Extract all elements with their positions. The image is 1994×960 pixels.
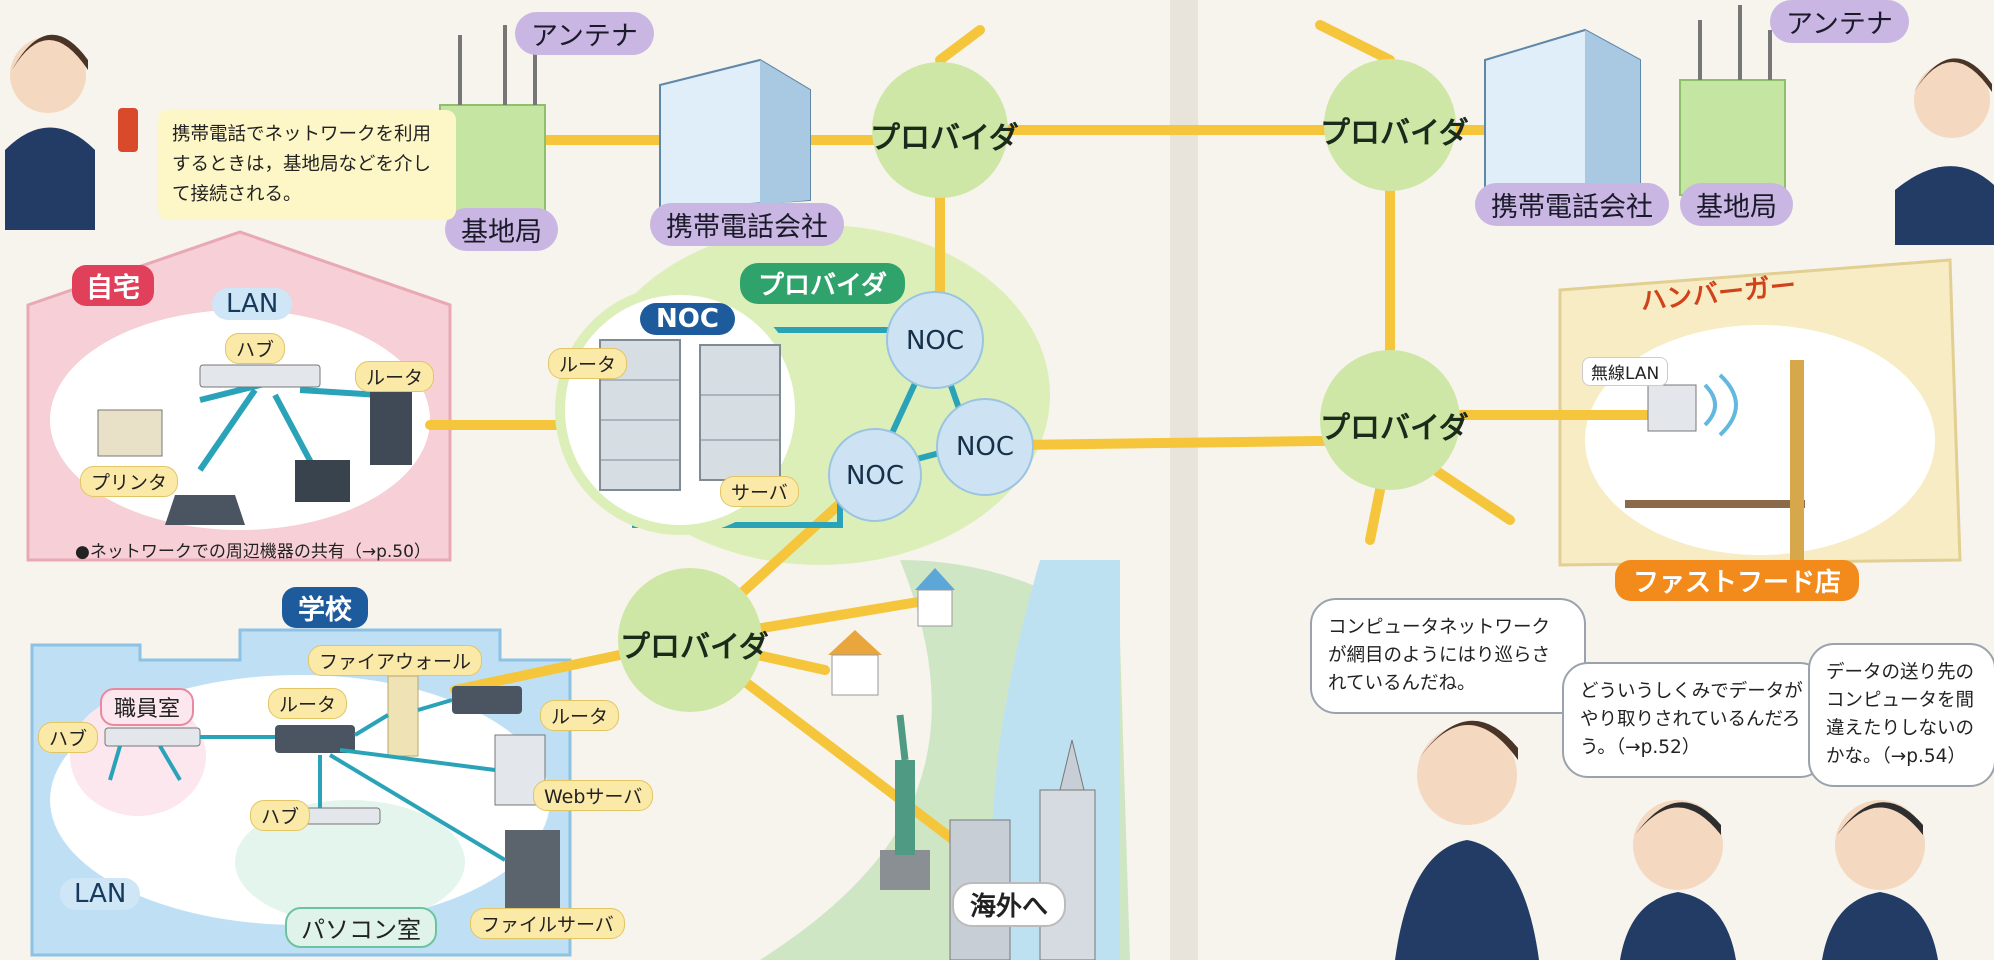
noc-label: NOC	[905, 326, 965, 356]
people	[5, 34, 1994, 960]
noc-label: NOC	[955, 432, 1015, 462]
home-hub-label: ハブ	[225, 333, 286, 364]
web-server-label: Webサーバ	[533, 780, 654, 811]
noc-label: NOC	[845, 461, 905, 491]
provider-tag: プロバイダ	[740, 263, 905, 304]
noc-circles	[828, 291, 1034, 522]
staff-room-label: 職員室	[100, 688, 195, 726]
school-lan-label: LAN	[60, 878, 141, 910]
right-mobile-company-building	[1484, 28, 1641, 197]
provider-label: プロバイダ	[1320, 411, 1469, 446]
fastfood-label: ファストフード店	[1615, 560, 1860, 601]
home-label: 自宅	[72, 265, 154, 306]
provider-label: プロバイダ	[870, 121, 1019, 156]
noc-router-label: ルータ	[548, 348, 628, 379]
speech-bubble-1: コンピュータネットワークが網目のようにはり巡らされているんだね。	[1310, 598, 1586, 714]
provider-label: プロバイダ	[1320, 116, 1469, 151]
left-base-station	[439, 25, 546, 216]
provider-label: プロバイダ	[620, 630, 769, 665]
home-lan-label: LAN	[212, 288, 293, 320]
right-base-station	[1679, 5, 1786, 196]
speech-bubble-2: どういうしくみでデータがやり取りされているんだろう。（→p.52）	[1562, 662, 1826, 778]
school-router-label: ルータ	[268, 688, 348, 719]
noc-server-label: サーバ	[720, 476, 799, 507]
left-mobile-company-building	[659, 58, 811, 212]
base-station-label: 基地局	[1680, 183, 1793, 226]
file-server-label: ファイルサーバ	[470, 908, 625, 939]
school-router-label-2: ルータ	[540, 700, 620, 731]
fastfood-interior	[1625, 360, 1805, 560]
pc-room-label: パソコン室	[285, 907, 437, 948]
antenna-label: アンテナ	[1770, 0, 1909, 43]
small-houses	[828, 568, 955, 696]
mobile-company-label: 携帯電話会社	[650, 203, 844, 246]
speech-bubble-3: データの送り先のコンピュータを間違えたりしないのかな。（→p.54）	[1808, 643, 1994, 787]
provider-circles	[618, 59, 1460, 712]
noc-tag: NOC	[640, 303, 735, 335]
mobile-note: 携帯電話でネットワークを利用するときは，基地局などを介して接続される。	[158, 110, 456, 220]
school-label: 学校	[282, 587, 368, 628]
printer-label: プリンタ	[80, 466, 179, 497]
home-footnote: ●ネットワークでの周辺機器の共有（→p.50）	[75, 542, 431, 562]
home-router-label: ルータ	[355, 361, 435, 392]
wireless-lan-label: 無線LAN	[1582, 357, 1669, 386]
staff-hub-label: ハブ	[38, 722, 99, 753]
fastfood-shop	[1558, 258, 1962, 567]
home-devices	[97, 364, 412, 525]
page-gutter	[1170, 0, 1198, 960]
firewall-label: ファイアウォール	[308, 645, 483, 676]
antenna-label: アンテナ	[515, 12, 654, 55]
mobile-company-label: 携帯電話会社	[1475, 183, 1669, 226]
overseas-label: 海外へ	[952, 882, 1067, 927]
pc-room-hub-label: ハブ	[250, 800, 311, 831]
base-station-label: 基地局	[445, 208, 558, 251]
